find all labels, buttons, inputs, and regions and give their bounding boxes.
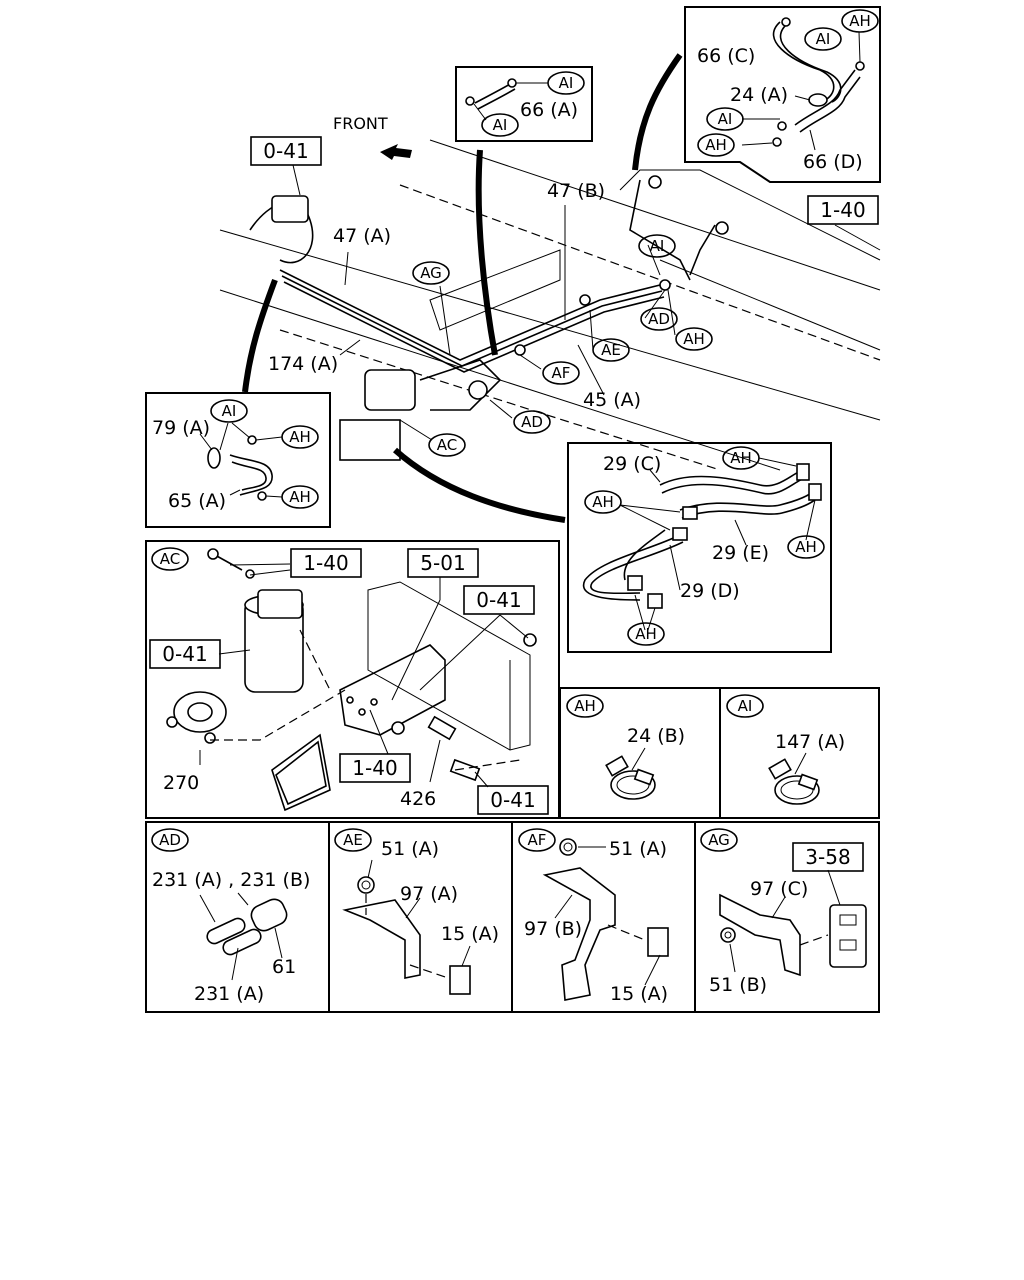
label-66c: 66 (C) [697, 45, 755, 67]
ref-box-3-58: 3-58 [805, 845, 850, 869]
panel-ag: AG 3-58 97 (C) 51 (B) [694, 821, 880, 1013]
panel-af-title: AF [528, 831, 547, 849]
callout-ah-66c: AH [849, 12, 871, 30]
inset-29-pipes: AH AH AH AH 29 (C) 29 (E) 29 (D) [567, 442, 832, 653]
panel-ad-title: AD [159, 831, 181, 849]
label-174a: 174 (A) [268, 353, 338, 375]
callout-ai-79a: AI [222, 402, 237, 420]
ref-box-0-41-ac-filter: 0-41 [162, 642, 207, 666]
callout-ai-main: AI [650, 237, 665, 255]
panel-ac-title: AC [160, 550, 180, 568]
panel-ad: AD 231 (A) , 231 (B) 61 231 (A) [145, 821, 330, 1013]
callout-ai-66c: AI [816, 30, 831, 48]
ref-box-0-41-ac-bracket: 0-41 [476, 588, 521, 612]
callout-ah-79a-top: AH [289, 428, 311, 446]
main-assembly: FRONT 47 (A) 47 (B) 174 (A) 45 (A) 0-41 … [219, 53, 881, 523]
callout-ai-66a-top: AI [559, 74, 574, 92]
callout-ai-24a: AI [718, 110, 733, 128]
callout-ag: AG [420, 264, 442, 282]
label-231a: 231 (A) [194, 983, 264, 1005]
label-65a: 65 (A) [168, 490, 226, 512]
ref-box-1-40-tank: 1-40 [820, 198, 865, 222]
callout-ad-main-right: AD [648, 310, 670, 328]
label-61: 61 [272, 956, 296, 978]
inset-66c-66d: AH AI AI AH 66 (C) 24 (A) 66 (D) [684, 6, 881, 183]
label-15a-af: 15 (A) [610, 983, 668, 1005]
panel-ai: AI 147 (A) [719, 687, 880, 819]
callout-ah-main: AH [683, 330, 705, 348]
label-66a: 66 (A) [520, 99, 578, 121]
label-47a: 47 (A) [333, 225, 391, 247]
callout-ah-29e: AH [795, 538, 817, 556]
label-231ab: 231 (A) , 231 (B) [152, 869, 310, 891]
label-97c: 97 (C) [750, 878, 808, 900]
ref-box-5-01: 5-01 [420, 551, 465, 575]
label-66d: 66 (D) [803, 151, 863, 173]
label-51a-ae: 51 (A) [381, 838, 439, 860]
label-15a-ae: 15 (A) [441, 923, 499, 945]
ref-box-0-41-ac-bolt: 0-41 [490, 788, 535, 812]
label-47b: 47 (B) [547, 180, 605, 202]
ref-box-0-41-top: 0-41 [263, 139, 308, 163]
panel-ai-title: AI [738, 697, 753, 715]
panel-ah-title: AH [574, 697, 596, 715]
callout-ah-29d: AH [635, 625, 657, 643]
label-29c: 29 (C) [603, 453, 661, 475]
inset-66a: AI AI 66 (A) [455, 66, 593, 142]
panel-ae-title: AE [343, 831, 363, 849]
label-97a: 97 (A) [400, 883, 458, 905]
panel-af: AF 51 (A) 97 (B) 15 (A) [511, 821, 696, 1013]
panel-ag-title: AG [708, 831, 730, 849]
panel-ah: AH 24 (B) [559, 687, 721, 819]
label-24a: 24 (A) [730, 84, 788, 106]
label-97b: 97 (B) [524, 918, 582, 940]
callout-ah-66d: AH [705, 136, 727, 154]
callout-ae: AE [601, 341, 621, 359]
ref-box-1-40-ac-bottom: 1-40 [352, 756, 397, 780]
label-24b: 24 (B) [627, 725, 685, 747]
panel-ae: AE 51 (A) 97 (A) 15 (A) [328, 821, 513, 1013]
label-79a: 79 (A) [152, 417, 210, 439]
callout-ai-66a-bottom: AI [493, 116, 508, 134]
label-51b: 51 (B) [709, 974, 767, 996]
label-45a: 45 (A) [583, 389, 641, 411]
label-29e: 29 (E) [712, 542, 769, 564]
label-29d: 29 (D) [680, 580, 740, 602]
callout-ac: AC [437, 436, 457, 454]
callout-ah-65a: AH [289, 488, 311, 506]
label-147a: 147 (A) [775, 731, 845, 753]
ref-box-1-40-ac-top: 1-40 [303, 551, 348, 575]
inset-79a-65a: AI AH AH 79 (A) 65 (A) [145, 392, 331, 528]
panel-ac: AC [145, 540, 560, 819]
callout-ad-main-left: AD [521, 413, 543, 431]
callout-af: AF [552, 364, 571, 382]
label-270: 270 [163, 772, 199, 794]
front-label: FRONT [333, 114, 388, 133]
label-51a-af: 51 (A) [609, 838, 667, 860]
callout-ah-29-left: AH [592, 493, 614, 511]
front-arrow-icon [380, 144, 412, 160]
label-426: 426 [400, 788, 436, 810]
callout-ah-29c: AH [730, 449, 752, 467]
